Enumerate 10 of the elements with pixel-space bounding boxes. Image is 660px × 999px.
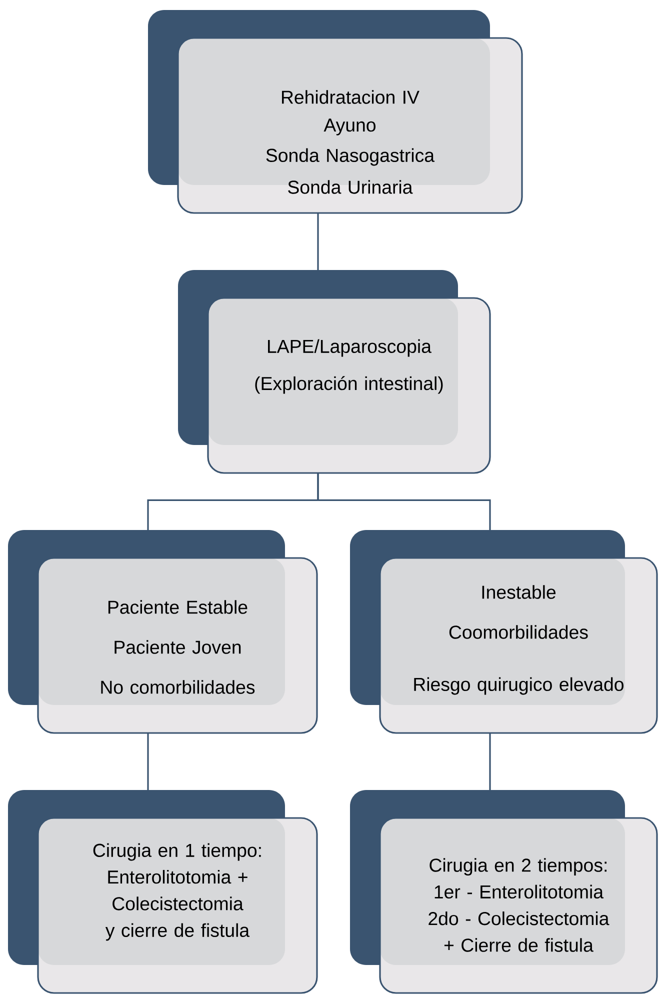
- connector-line: [489, 733, 491, 790]
- process-card: Cirugia en 1 tiempo: Enterolitotomia + Colecistectomia y cierre de fistula: [8, 790, 318, 994]
- process-card: Rehidratacion IV Ayuno Sonda Nasogastrica Sonda Urinaria: [148, 10, 523, 214]
- process-card: Inestable Coomorbilidades Riesgo quirugico elevado: [350, 530, 658, 734]
- process-card: Paciente Estable Paciente Joven No comorbilidades: [8, 530, 318, 734]
- connector-line: [317, 473, 491, 530]
- connector-line: [147, 733, 149, 790]
- process-card: Cirugia en 2 tiempos: 1er - Enterolitotomia 2do - Colecistectomia + Cierre de fistula: [350, 790, 658, 994]
- process-card: LAPE/Laparoscopia (Exploración intestinal): [178, 270, 491, 474]
- connector-line: [317, 213, 319, 270]
